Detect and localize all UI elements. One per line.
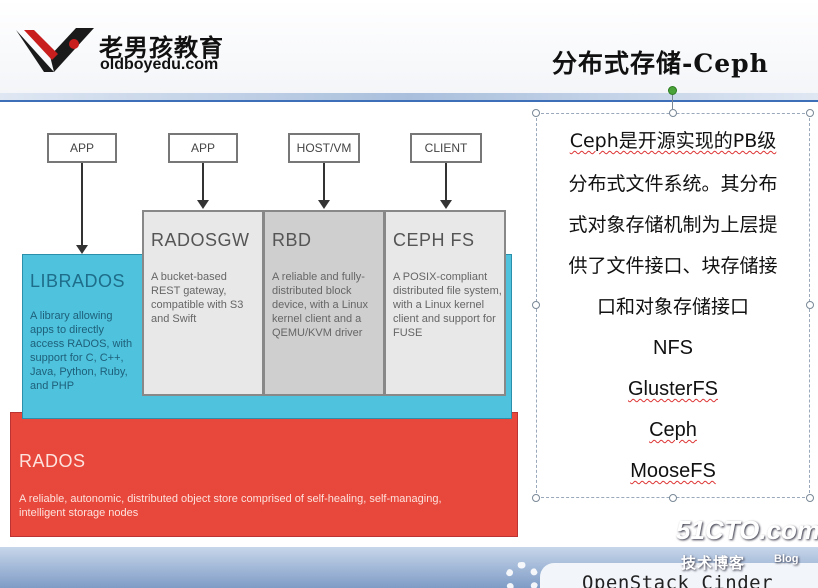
arrow-app-to-radosgw	[197, 163, 209, 209]
resize-handle-top-right[interactable]	[806, 109, 814, 117]
resize-handle-bottom-left[interactable]	[532, 494, 540, 502]
textbox-item-nfs: NFS	[653, 337, 693, 359]
resize-handle-top-left[interactable]	[532, 109, 540, 117]
arrow-host-to-rbd	[318, 163, 330, 209]
textbox-line: 口和对象存储接口	[596, 296, 749, 318]
header-divider	[0, 100, 818, 102]
gear-icon	[505, 562, 539, 588]
logo-chinese: 老男孩教育	[99, 34, 224, 62]
rotate-connector	[672, 95, 673, 109]
client-box-app-1: APP	[47, 133, 117, 163]
moosefs-text: MooseFS	[630, 460, 716, 482]
slide-header	[0, 0, 818, 95]
textbox-line: 式对象存储机制为上层提	[568, 214, 778, 236]
textbox-line: 供了文件接口、块存储接	[568, 255, 778, 277]
watermark-blog: Blog	[774, 553, 799, 565]
rados-layer: RADOS A reliable, autonomic, distributed…	[10, 412, 518, 537]
textbox-line-text: Ceph是开源实现的PB级	[569, 130, 777, 152]
glusterfs-text: GlusterFS	[627, 378, 719, 400]
logo-icon	[16, 28, 94, 72]
radosgw-title: RADOSGW	[151, 230, 250, 250]
radosgw-description: A bucket-based REST gateway, compatible …	[151, 271, 244, 325]
textbox-line: 分布式文件系统。其分布	[568, 173, 778, 195]
textbox-item-glusterfs: GlusterFS	[540, 369, 806, 410]
librados-title: LIBRADOS	[30, 271, 126, 291]
rados-description: A reliable, autonomic, distributed objec…	[19, 493, 442, 519]
rbd-description: A reliable and fully-distributed block d…	[272, 271, 368, 339]
ceph-text: Ceph	[649, 419, 697, 441]
textbox-item-moosefs: MooseFS	[540, 451, 806, 492]
client-box-app-2: APP	[168, 133, 238, 163]
resize-handle-bottom-right[interactable]	[806, 494, 814, 502]
watermark-tagline: 技术博客	[681, 555, 746, 572]
footer-tab	[540, 563, 818, 588]
resize-handle-middle-left[interactable]	[532, 301, 540, 309]
client-box-host-vm: HOST/VM	[288, 133, 360, 163]
textbox-line: Ceph是开源实现的PB级	[540, 121, 806, 162]
slide-title: 分布式存储-Ceph	[552, 49, 769, 78]
resize-handle-top-middle[interactable]	[669, 109, 677, 117]
librados-description: A library allowing apps to directly acce…	[30, 310, 133, 392]
arrow-app-to-librados	[76, 163, 88, 254]
header-band	[0, 93, 818, 100]
rados-title: RADOS	[19, 451, 86, 471]
rbd-title: RBD	[272, 230, 312, 250]
footer-text: OpenStack Cinder	[582, 572, 774, 588]
ceph-architecture-diagram: APP APP HOST/VM CLIENT RADOS A reliable,…	[0, 102, 525, 544]
client-box-client: CLIENT	[410, 133, 482, 163]
resize-handle-bottom-middle[interactable]	[669, 494, 677, 502]
cephfs-box: CEPH FS A POSIX-compliant distributed fi…	[384, 210, 506, 396]
watermark-site: 51CTO.com	[676, 515, 818, 545]
rbd-box: RBD A reliable and fully-distributed blo…	[263, 210, 385, 396]
rotate-handle[interactable]	[668, 86, 677, 95]
cephfs-title: CEPH FS	[393, 230, 475, 250]
radosgw-box: RADOSGW A bucket-based REST gateway, com…	[142, 210, 264, 396]
logo-domain: oldboyedu.com	[100, 56, 219, 73]
cephfs-description: A POSIX-compliant distributed file syste…	[393, 271, 502, 339]
textbox-item-ceph: Ceph	[540, 410, 806, 451]
resize-handle-middle-right[interactable]	[806, 301, 814, 309]
arrow-client-to-cephfs	[440, 163, 452, 209]
